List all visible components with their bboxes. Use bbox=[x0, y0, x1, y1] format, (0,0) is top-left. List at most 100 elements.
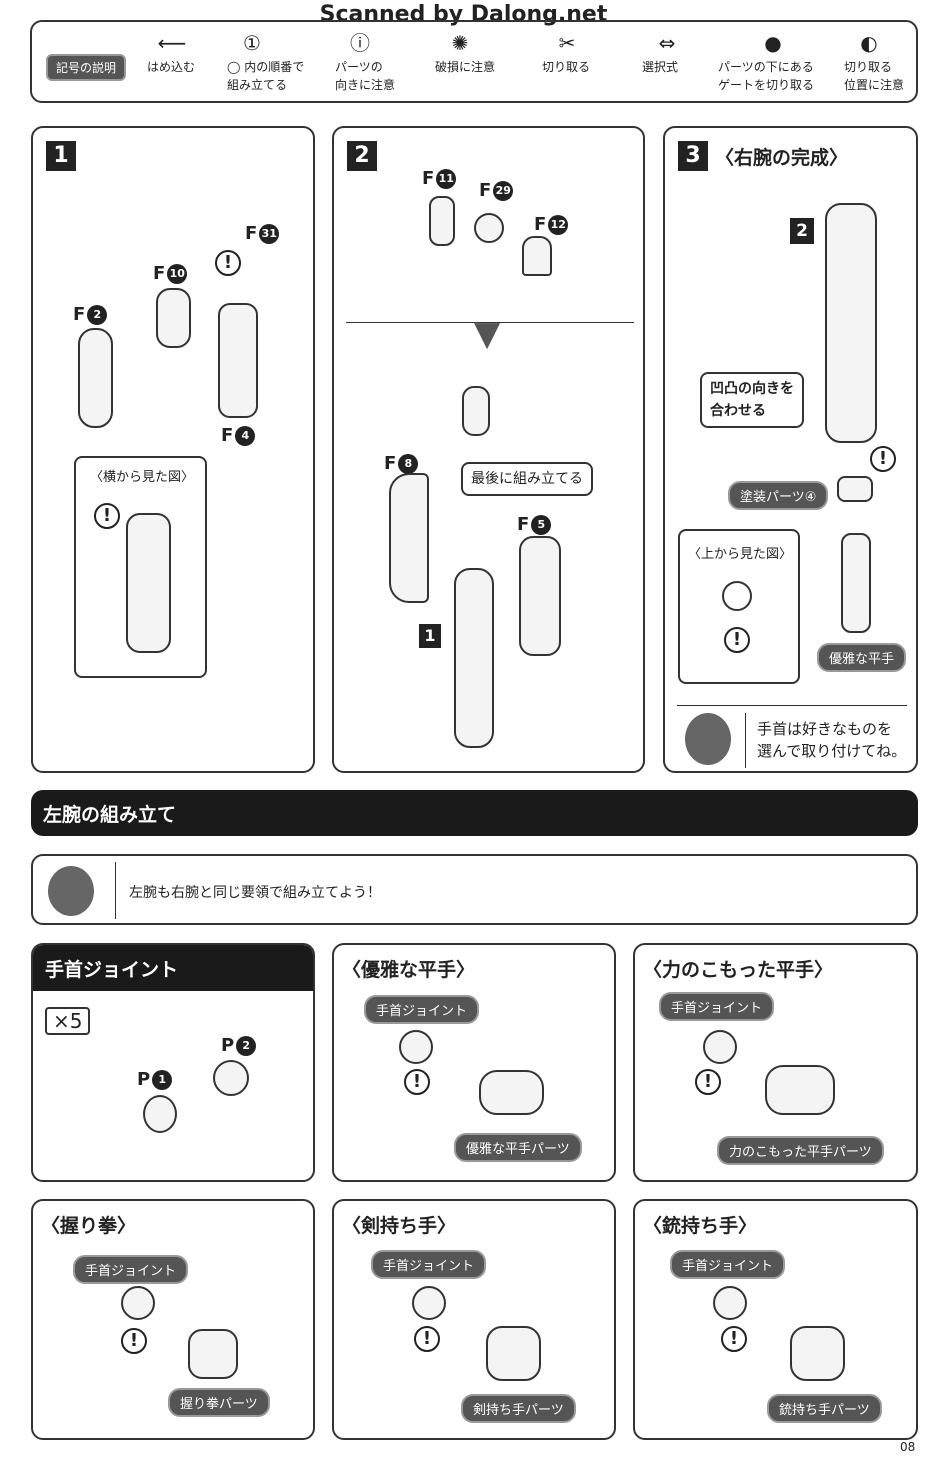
panel-title: 〈優雅な平手〉 bbox=[342, 959, 476, 981]
hand-illustration bbox=[188, 1329, 238, 1379]
part-illustration bbox=[474, 213, 504, 243]
part-badge: 優雅な平手 bbox=[817, 643, 907, 672]
part-badge: 手首ジョイント bbox=[659, 992, 775, 1021]
panel-title: 〈力のこもった平手〉 bbox=[643, 959, 834, 981]
step-title: 〈右腕の完成〉 bbox=[715, 147, 849, 169]
panel-title: 〈握り拳〉 bbox=[41, 1215, 137, 1237]
character-avatar bbox=[48, 866, 94, 916]
part-badge: 塗装パーツ④ bbox=[728, 481, 829, 510]
exclamation-icon: ⓘ bbox=[350, 31, 370, 55]
info-text: 左腕も右腕と同じ要領で組み立てよう！ bbox=[129, 885, 381, 901]
joint-illustration bbox=[412, 1286, 446, 1320]
warning-icon: ! bbox=[695, 1069, 721, 1095]
part-badge: 力のこもった平手パーツ bbox=[717, 1136, 884, 1165]
page-number: 08 bbox=[900, 1440, 916, 1454]
legend-title: 記号の説明 bbox=[46, 54, 127, 81]
legend-item: ①◯ 内の順番で組み立てる bbox=[227, 31, 305, 92]
legend-item: ⇔選択式 bbox=[642, 30, 682, 76]
legend-item: ✂切り取る bbox=[542, 31, 591, 74]
cut-icon: ✂ bbox=[558, 31, 576, 55]
hand-panel: 〈銃持ち手〉 手首ジョイント ! 銃持ち手パーツ bbox=[633, 1199, 918, 1440]
callout: 最後に組み立てる bbox=[461, 462, 593, 496]
part-illustration bbox=[78, 328, 113, 428]
hand-panel: 〈剣持ち手〉 手首ジョイント ! 剣持ち手パーツ bbox=[332, 1199, 616, 1440]
panel-title: 手首ジョイント bbox=[33, 945, 313, 991]
joint-illustration bbox=[121, 1286, 155, 1320]
part-illustration bbox=[522, 236, 552, 276]
warning-icon: ! bbox=[870, 446, 896, 472]
part-badge: 銃持ち手パーツ bbox=[767, 1394, 882, 1423]
part-illustration bbox=[454, 568, 494, 748]
warning-icon: ! bbox=[721, 1326, 747, 1352]
quantity-label: ×5 bbox=[45, 1007, 91, 1035]
part-illustration bbox=[126, 513, 171, 653]
sub-step-number: 2 bbox=[790, 218, 814, 244]
warning-icon: ! bbox=[414, 1326, 440, 1352]
part-badge: 剣持ち手パーツ bbox=[461, 1394, 576, 1423]
part-illustration bbox=[218, 303, 258, 418]
part-illustration bbox=[213, 1060, 249, 1096]
step-number: 2 bbox=[347, 141, 377, 171]
double-arrow-icon: ⇔ bbox=[658, 31, 676, 55]
character-avatar bbox=[685, 713, 731, 765]
hand-panel: 〈握り拳〉 手首ジョイント ! 握り拳パーツ bbox=[31, 1199, 315, 1440]
warning-icon: ! bbox=[404, 1069, 430, 1095]
part-illustration bbox=[837, 476, 873, 502]
warning-icon: ! bbox=[94, 503, 120, 529]
joint-illustration bbox=[399, 1030, 433, 1064]
part-badge: 手首ジョイント bbox=[371, 1250, 487, 1279]
divider bbox=[745, 713, 746, 768]
part-illustration bbox=[519, 536, 561, 656]
part-badge: 握り拳パーツ bbox=[168, 1388, 270, 1417]
ring-illustration bbox=[722, 581, 752, 611]
part-badge: 手首ジョイント bbox=[73, 1255, 189, 1284]
top-view-label: 〈上から見た図〉 bbox=[688, 547, 793, 562]
hand-illustration bbox=[841, 533, 871, 633]
arrow-down-icon: ▼ bbox=[474, 314, 501, 354]
legend-item: ●パーツの下にあるゲートを切り取る bbox=[718, 31, 815, 92]
hand-illustration bbox=[486, 1326, 541, 1381]
part-illustration bbox=[429, 196, 455, 246]
hexagon-number-icon: ① bbox=[243, 31, 261, 55]
step-number: 1 bbox=[46, 141, 76, 171]
info-box: 左腕も右腕と同じ要領で組み立てよう！ bbox=[31, 854, 918, 925]
hand-illustration bbox=[479, 1070, 544, 1115]
side-view-box: 〈横から見た図〉 ! bbox=[74, 456, 207, 678]
cut-position-icon: ◐ bbox=[860, 31, 878, 55]
warning-icon: ! bbox=[724, 627, 750, 653]
divider bbox=[677, 705, 907, 706]
hand-panel: 〈優雅な平手〉 手首ジョイント ! 優雅な平手パーツ bbox=[332, 943, 616, 1182]
divider bbox=[346, 322, 634, 323]
warning-icon: ! bbox=[215, 250, 241, 276]
part-badge: 手首ジョイント bbox=[364, 995, 480, 1024]
tip-text: 手首は好きなものを選んで取り付けてね。 bbox=[757, 720, 907, 760]
gate-icon: ● bbox=[764, 31, 782, 55]
side-view-label: 〈横から見た図〉 bbox=[90, 470, 195, 485]
legend-item: ⟵はめ込む bbox=[147, 31, 196, 74]
hand-illustration bbox=[790, 1326, 845, 1381]
watermark: Scanned by Dalong.net bbox=[319, 2, 608, 27]
legend-item: ✺破損に注意 bbox=[435, 31, 496, 74]
part-illustration bbox=[462, 386, 490, 436]
arrow-left-icon: ⟵ bbox=[157, 31, 187, 55]
top-view-box: 〈上から見た図〉 ! bbox=[678, 529, 800, 684]
arm-illustration bbox=[825, 203, 877, 443]
legend-item: ◐切り取る位置に注意 bbox=[844, 31, 905, 92]
callout: 凹凸の向きを合わせる bbox=[700, 372, 804, 428]
break-icon: ✺ bbox=[451, 31, 469, 55]
